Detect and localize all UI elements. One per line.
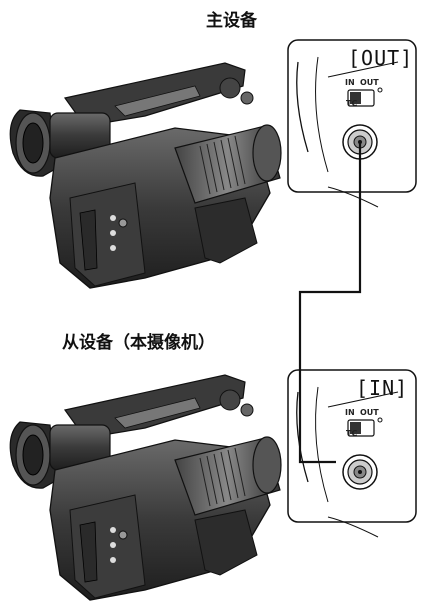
master-detail-label: [OUT] xyxy=(348,46,414,70)
slave-title: 从设备（本摄像机） xyxy=(62,333,215,353)
slave-switch-tc: TC xyxy=(346,429,357,438)
slave-switch-out: OUT xyxy=(360,408,379,417)
slave-switch-in: IN xyxy=(345,408,355,417)
master-switch-out: OUT xyxy=(360,78,379,87)
master-switch-tc: TC xyxy=(346,99,357,108)
tc-cable xyxy=(298,142,362,464)
slave-connector-panel: IN OUT TC xyxy=(287,369,417,538)
master-connector-panel: IN OUT TC xyxy=(287,39,417,208)
master-camera xyxy=(9,62,282,289)
master-switch-in: IN xyxy=(345,78,355,87)
slave-camera xyxy=(9,374,282,601)
master-title: 主设备 xyxy=(206,11,257,31)
slave-detail-label: [IN] xyxy=(356,376,409,400)
